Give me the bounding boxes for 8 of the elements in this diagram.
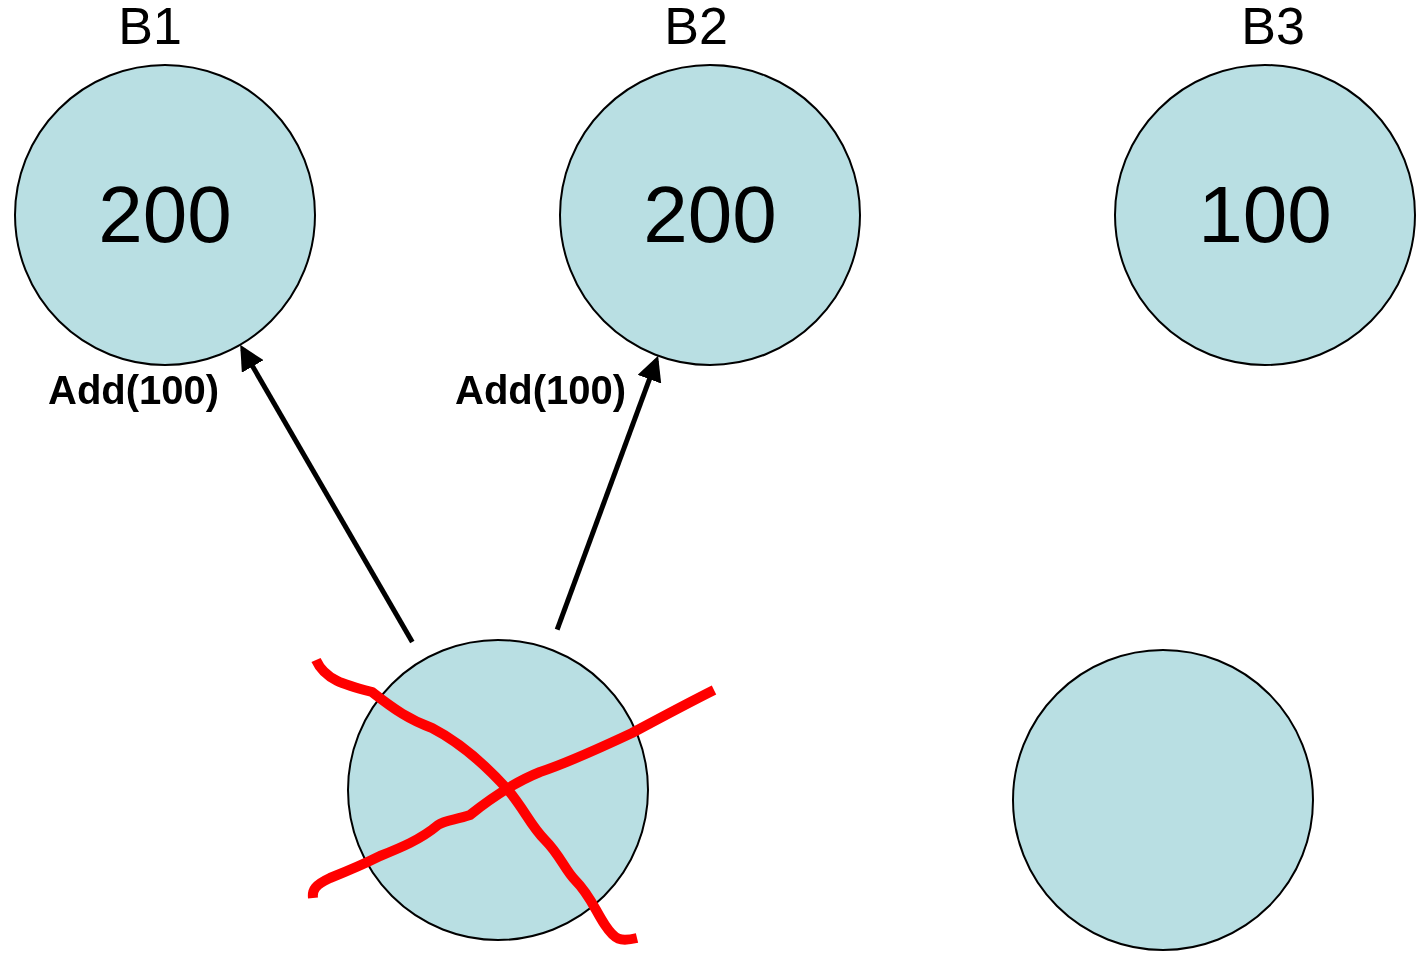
node-heading: B1 (118, 0, 182, 52)
node-value: 200 (643, 175, 777, 255)
arrow (554, 355, 662, 631)
node-heading: B2 (664, 0, 728, 52)
node-value: 200 (98, 175, 232, 255)
node-value: 100 (1198, 175, 1332, 255)
node-heading: B3 (1241, 0, 1305, 52)
arrow (240, 344, 415, 644)
